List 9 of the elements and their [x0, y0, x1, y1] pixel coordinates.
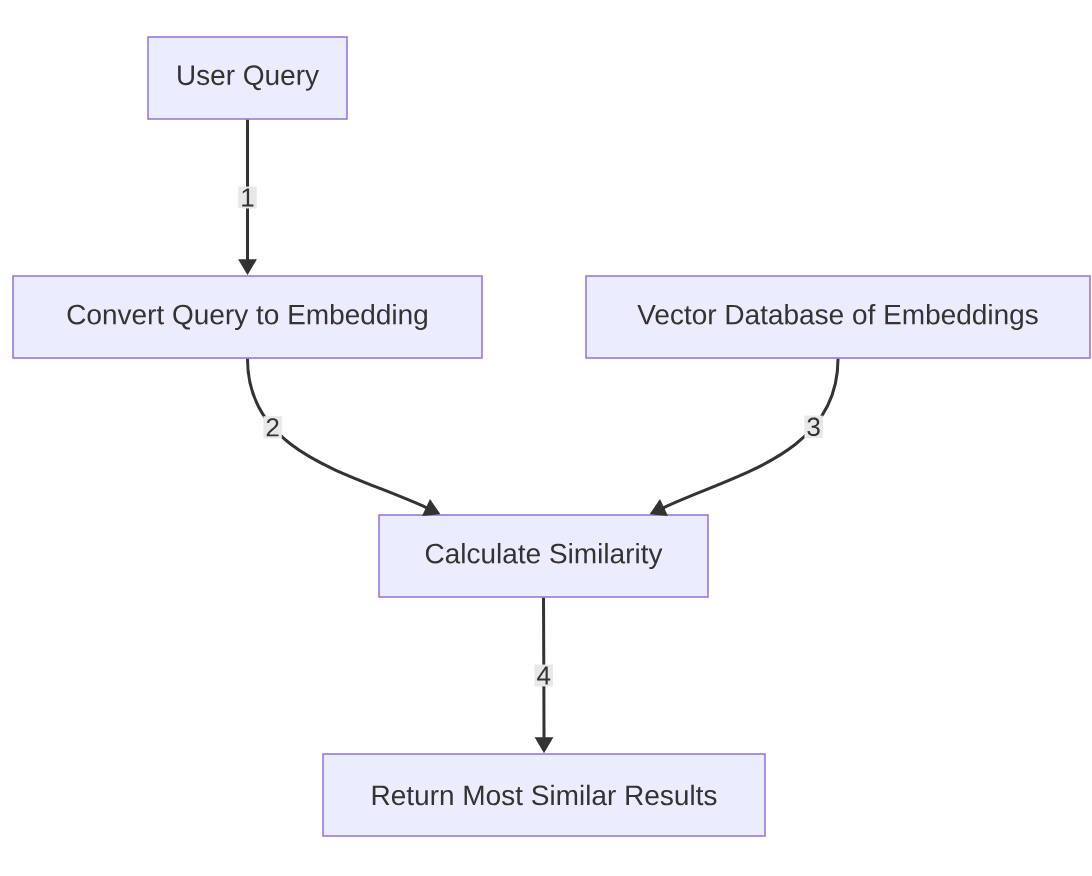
- process-box: User Query: [147, 36, 348, 120]
- edge-label: 1: [238, 186, 257, 209]
- process-box: Convert Query to Embedding: [12, 275, 483, 359]
- process-box: Return Most Similar Results: [322, 753, 766, 837]
- edge-label: 4: [534, 664, 553, 687]
- process-box: Vector Database of Embeddings: [585, 275, 1091, 359]
- process-box: Calculate Similarity: [378, 514, 709, 598]
- edge-label: 2: [263, 416, 282, 439]
- edge-label: 3: [804, 415, 823, 438]
